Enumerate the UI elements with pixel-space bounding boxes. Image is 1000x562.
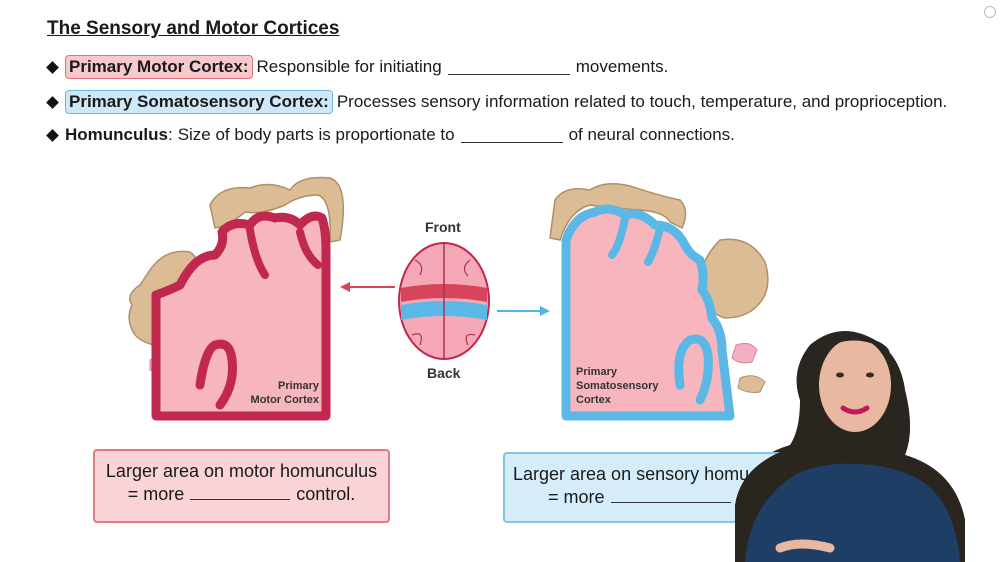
motor-text-before: Responsible for initiating [256,57,442,76]
blank-line [610,488,731,503]
term-separator: : [167,125,173,144]
motor-box-line2: = more control. [95,483,388,506]
sensory-box-line1: Larger area on sensory homu [513,464,750,484]
somatosensory-text: Processes sensory information related to… [336,92,948,111]
term-somatosensory-cortex: Primary Somatosensory Cortex: [65,90,333,114]
sensory-label-primary: Primary [576,366,617,378]
back-label: Back [427,365,461,381]
term-homunculus: Homunculus [65,125,168,144]
presenter-video [735,331,965,562]
motor-homunculus-box: Larger area on motor homunculus = more co… [93,449,390,523]
page-title: The Sensory and Motor Cortices [47,18,340,39]
front-label: Front [425,219,461,235]
blank-line [190,485,291,500]
blank-line [460,128,563,143]
term-motor-cortex: Primary Motor Cortex: [65,55,253,79]
sensory-box-line2-before: = more [548,487,605,507]
motor-box-line2-before: = more [127,484,185,504]
bullet-motor-cortex: Primary Motor Cortex: Responsible for in… [46,55,669,79]
sensory-label-cortex: Cortex [576,394,611,406]
homunculus-text-before: Size of body parts is proportionate to [177,125,455,144]
motor-text-after: movements. [575,57,669,76]
corner-icon [984,6,996,18]
bullet-homunculus: Homunculus: Size of body parts is propor… [46,125,735,145]
motor-box-line2-after: control. [296,484,356,504]
sensory-homunculus-box: Larger area on sensory homu = more [503,452,807,523]
motor-homunculus-figure [128,176,345,421]
bullet-somatosensory-cortex: Primary Somatosensory Cortex: Processes … [46,90,948,114]
motor-box-line1: Larger area on motor homunculus [105,461,378,481]
brain-top-view [398,242,490,360]
homunculus-text-after: of neural connections. [568,125,735,144]
arrow-to-sensory [497,306,550,316]
arrow-to-motor [340,282,395,292]
sensory-label-somatosensory: Somatosensory [576,380,659,392]
blank-line [447,60,570,75]
sensory-box-line2: = more [505,486,805,509]
motor-label-cortex: Motor Cortex [250,394,319,406]
motor-label-primary: Primary [278,380,319,392]
